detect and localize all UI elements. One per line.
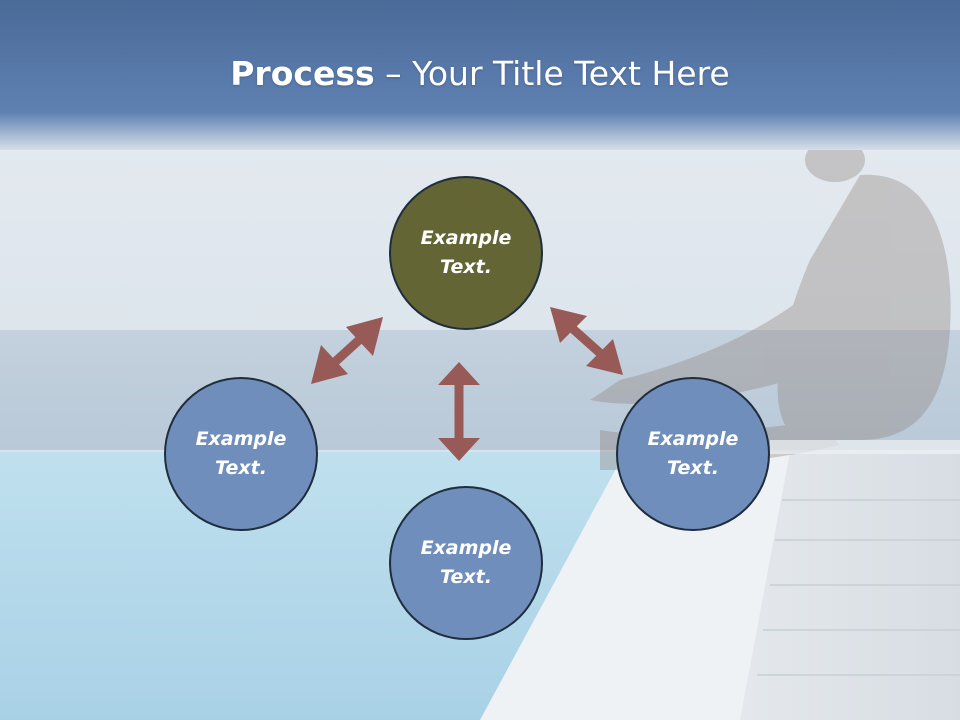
title-rest: Your Title Text Here	[412, 54, 730, 93]
title-dash: –	[374, 54, 413, 93]
node-bottom-line1: Example	[420, 537, 512, 559]
process-node-right: Example Text.	[616, 377, 770, 531]
node-right-line1: Example	[647, 428, 739, 450]
title-bold: Process	[230, 54, 375, 93]
process-node-top: Example Text.	[389, 176, 543, 330]
arrow-top-right	[550, 307, 623, 375]
process-node-bottom: Example Text.	[389, 486, 543, 640]
node-left-line1: Example	[195, 428, 287, 450]
node-bottom-line2: Text.	[440, 566, 492, 588]
node-top-line1: Example	[420, 227, 512, 249]
node-left-line2: Text.	[215, 457, 267, 479]
node-right-line2: Text.	[667, 457, 719, 479]
arrow-vertical	[438, 362, 480, 461]
node-top-line2: Text.	[440, 256, 492, 278]
process-node-left: Example Text.	[164, 377, 318, 531]
arrow-top-left	[311, 317, 383, 384]
slide-title: Process – Your Title Text Here	[0, 52, 960, 96]
